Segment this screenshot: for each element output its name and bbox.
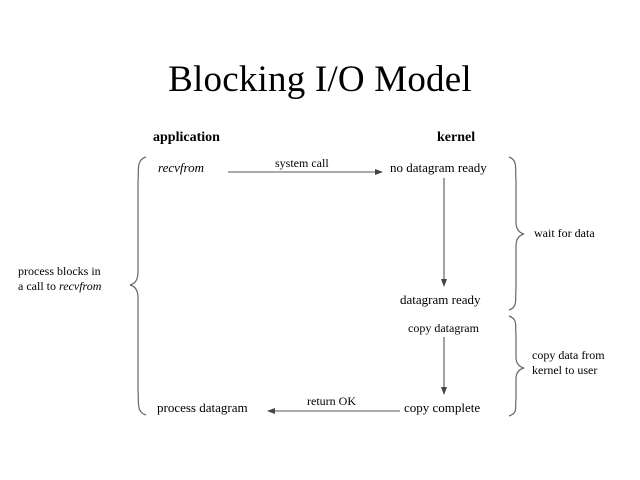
node-datagram-ready: datagram ready: [400, 292, 481, 307]
annotation-copy-data-line1: copy data from: [532, 348, 605, 362]
brace-copy-data: [508, 315, 525, 417]
annotation-wait-for-data: wait for data: [534, 226, 595, 240]
edge-label-system-call: system call: [275, 156, 329, 170]
node-process-datagram: process datagram: [157, 400, 248, 415]
column-header-application: application: [153, 130, 220, 145]
annotation-process-blocks-line2-prefix: a call to: [18, 279, 59, 293]
annotation-process-blocks-line2-italic: recvfrom: [58, 279, 102, 293]
brace-wait-for-data: [508, 156, 525, 311]
annotation-copy-data-line2: kernel to user: [532, 363, 598, 377]
node-recvfrom: recvfrom: [158, 160, 204, 175]
brace-process-blocks: [129, 156, 147, 416]
annotation-copy-data-from-kernel: copy data from kernel to user: [532, 348, 605, 378]
annotation-process-blocks-line1: process blocks in: [18, 264, 101, 278]
edge-label-copy-datagram: copy datagram: [408, 321, 479, 335]
node-copy-complete: copy complete: [404, 400, 481, 415]
annotation-process-blocks-line2: a call to recvfrom: [18, 279, 101, 294]
node-no-datagram-ready: no datagram ready: [390, 160, 487, 175]
edge-label-return-ok: return OK: [307, 394, 356, 408]
column-header-kernel: kernel: [437, 130, 476, 145]
page-title: Blocking I/O Model: [168, 59, 472, 100]
annotation-process-blocks: process blocks in a call to recvfrom: [18, 264, 101, 294]
